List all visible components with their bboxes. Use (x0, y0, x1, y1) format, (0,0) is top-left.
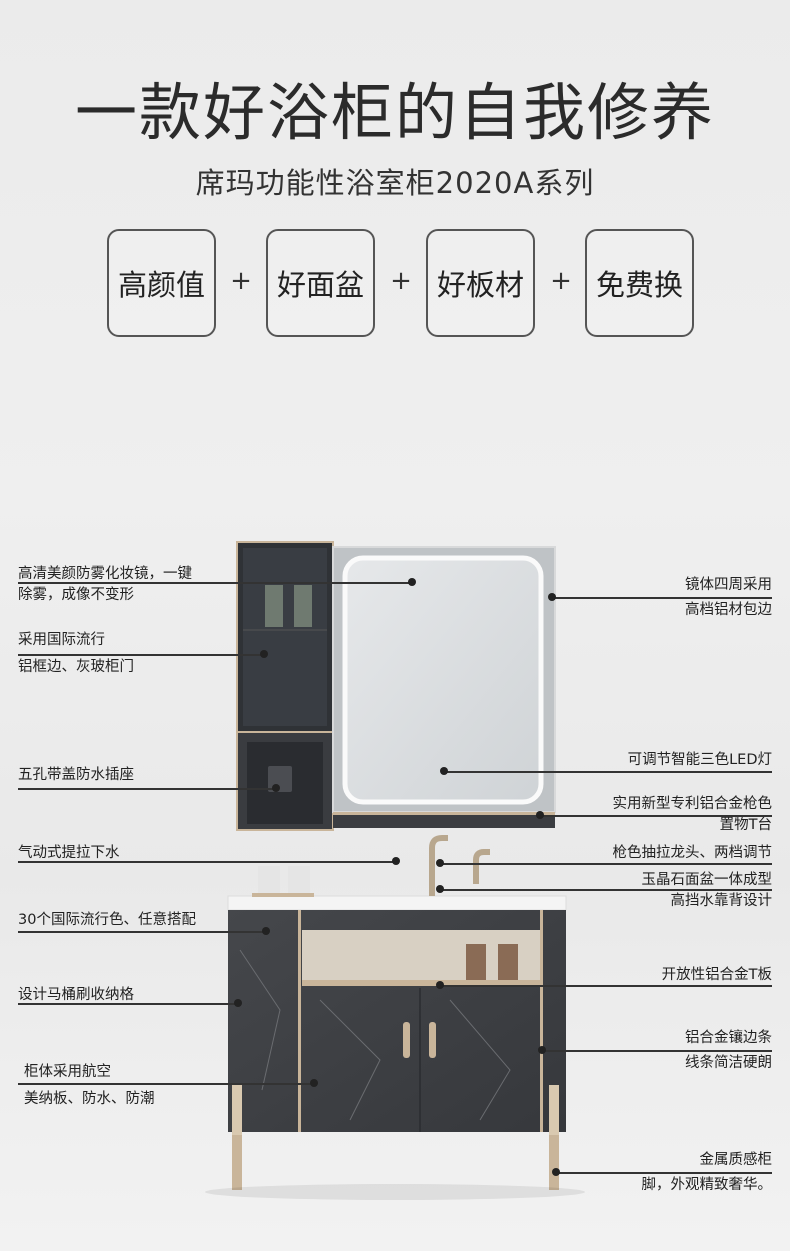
leader-line (440, 889, 772, 891)
led-mirror (342, 555, 544, 805)
leader-line (18, 582, 413, 584)
page-subtitle: 席玛功能性浴室柜2020A系列 (195, 166, 595, 200)
label-mirror-edge: 镜体四周采用 高档铝材包边 (685, 577, 772, 618)
cabinet-leg (232, 1132, 242, 1190)
label-mirror-cabinet: 高清美颜防雾化妆镜，一键 除雾，成像不变形 (18, 566, 192, 603)
leader-line (18, 654, 264, 656)
leader-dot (310, 1079, 318, 1087)
leader-line (18, 1003, 238, 1005)
label-socket: 五孔带盖防水插座 (18, 767, 134, 783)
leader-dot (436, 981, 444, 989)
leader-dot (408, 578, 416, 586)
label-legs: 金属质感柜 脚，外观精致奢华。 (641, 1152, 773, 1193)
label-drain: 气动式提拉下水 (18, 845, 120, 861)
leader-dot (436, 859, 444, 867)
basin-top (227, 895, 567, 911)
leader-dot (234, 999, 242, 1007)
label-colors: 30个国际流行色、任意搭配 (18, 912, 196, 928)
leader-line (18, 1083, 314, 1085)
label-t-board: 开放性铝合金T板 (661, 967, 772, 983)
leader-dot (436, 885, 444, 893)
leader-line (18, 931, 266, 933)
feature-badge-appearance: 高颜值 (107, 229, 216, 337)
cabinet-leg (549, 1132, 559, 1190)
feature-badge-board: 好板材 (426, 229, 535, 337)
leader-line (556, 1172, 772, 1174)
label-trim: 铝合金镶边条 线条简洁硬朗 (685, 1030, 772, 1071)
leader-dot (548, 593, 556, 601)
leader-dot (440, 767, 448, 775)
label-board: 柜体采用航空 美纳板、防水、防潮 (24, 1064, 155, 1107)
leader-line (18, 788, 276, 790)
leader-line (444, 771, 772, 773)
leader-dot (260, 650, 268, 658)
label-storage: 设计马桶刷收纳格 (18, 987, 134, 1003)
leader-line (542, 1050, 772, 1052)
leader-line (440, 985, 772, 987)
leader-line (552, 597, 772, 599)
leader-dot (536, 811, 544, 819)
feature-badge-basin: 好面盆 (266, 229, 375, 337)
leader-line (18, 861, 396, 863)
plus-sign: + (550, 266, 572, 296)
leader-line (540, 815, 772, 817)
feature-badge-replace: 免费换 (585, 229, 694, 337)
label-shelf: 实用新型专利铝合金枪色 置物T台 (612, 796, 773, 833)
t-shelf (333, 812, 555, 828)
leader-dot (262, 927, 270, 935)
leader-dot (392, 857, 400, 865)
leader-dot (538, 1046, 546, 1054)
label-basin: 玉晶石面盆一体成型 高挡水靠背设计 (641, 872, 773, 909)
faucet (429, 835, 448, 896)
label-aluminum-door: 采用国际流行 铝框边、灰玻柜门 (18, 632, 134, 675)
leader-line (440, 863, 772, 865)
page-title: 一款好浴柜的自我修养 (74, 76, 715, 149)
label-faucet: 枪色抽拉龙头、两档调节 (612, 845, 773, 861)
label-led: 可调节智能三色LED灯 (627, 752, 772, 768)
bathroom-cabinet-illustration (205, 541, 585, 1200)
plus-sign: + (390, 266, 412, 296)
plus-sign: + (230, 266, 252, 296)
leader-dot (272, 784, 280, 792)
leader-dot (552, 1168, 560, 1176)
